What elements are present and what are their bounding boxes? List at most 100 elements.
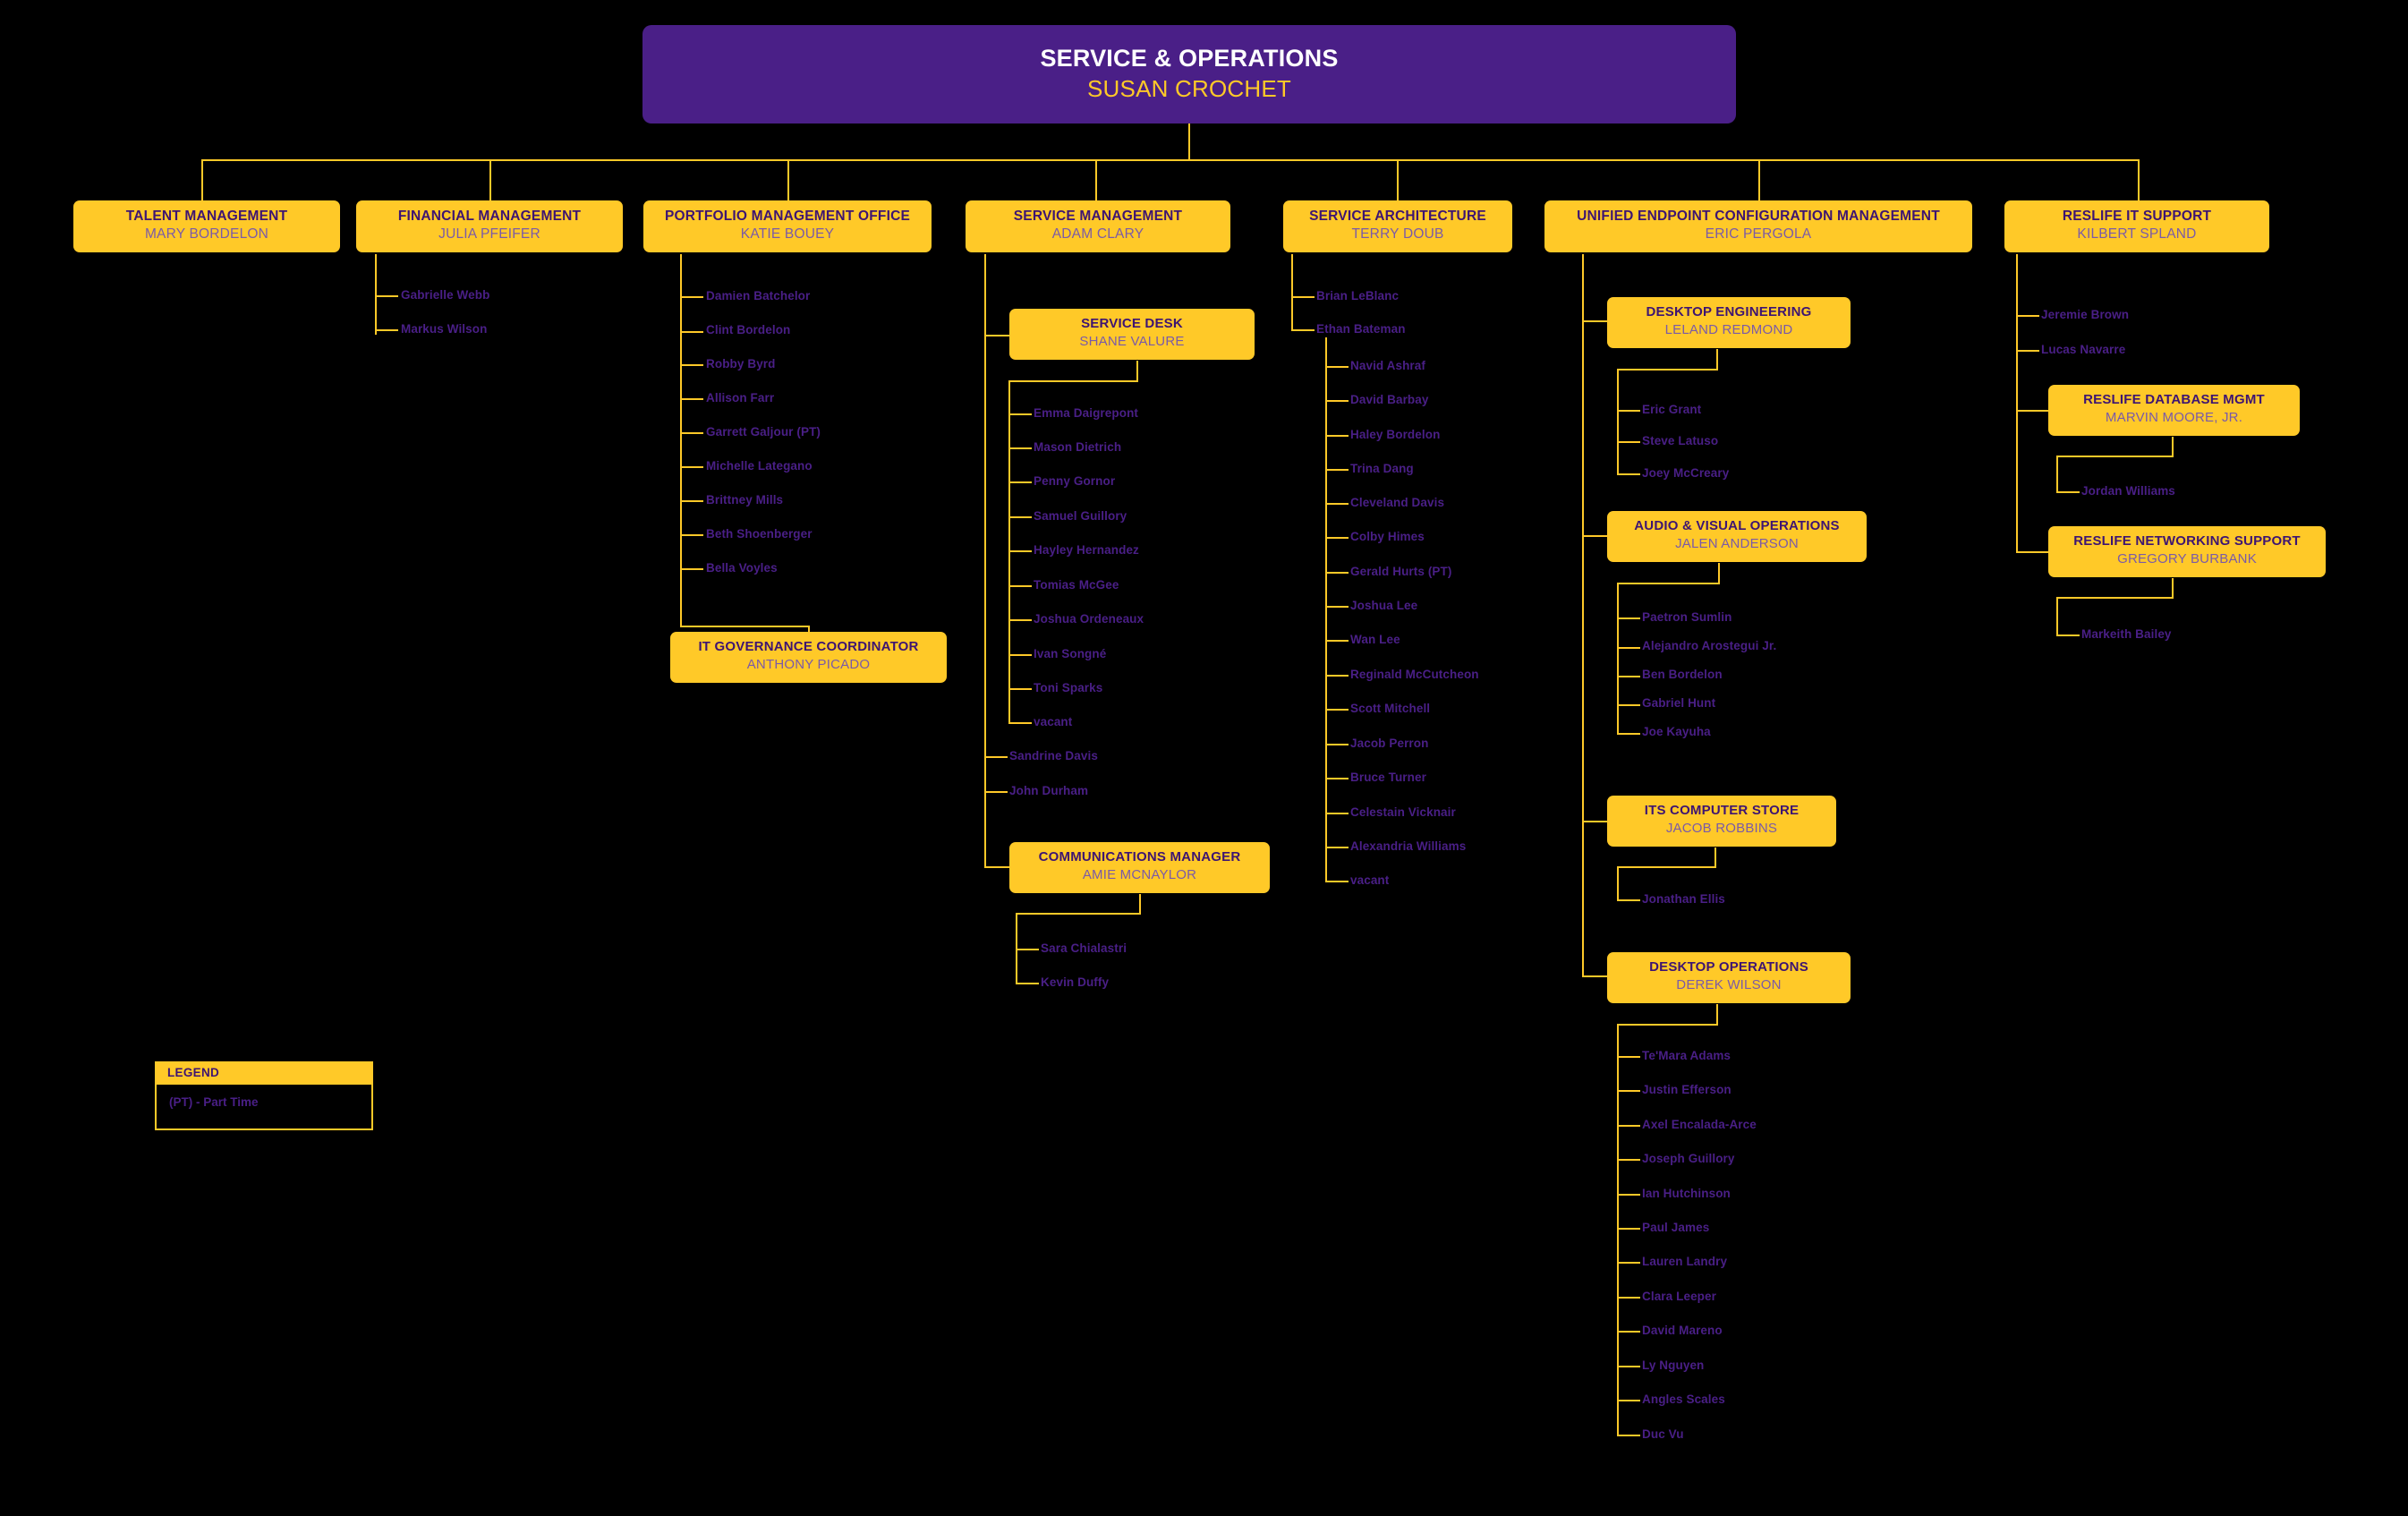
connector-eb-tick-5 xyxy=(1325,537,1349,539)
connector-do-tick-6 xyxy=(1617,1262,1640,1264)
connector-to-reslife-db xyxy=(2016,410,2050,412)
node-title: IT GOVERNANCE COORDINATOR xyxy=(698,639,919,654)
node-portfolio-management-office[interactable]: PORTFOLIO MANAGEMENT OFFICE KATIE BOUEY xyxy=(643,200,932,252)
legend-entry: (PT) - Part Time xyxy=(155,1085,373,1130)
connector-eb-tick-14 xyxy=(1325,847,1349,848)
connector-cs-drop xyxy=(1715,847,1716,868)
staff-name: Ian Hutchinson xyxy=(1642,1187,1731,1200)
connector-sd-tick-4 xyxy=(1008,550,1032,552)
staff-name: Garrett Galjour (PT) xyxy=(706,425,821,439)
staff-name: Bella Voyles xyxy=(706,561,778,575)
node-it-governance-coordinator[interactable]: IT GOVERNANCE COORDINATOR ANTHONY PICADO xyxy=(670,632,947,683)
staff-name: Hayley Hernandez xyxy=(1034,543,1139,557)
connector-cs-tick-0 xyxy=(1617,899,1640,901)
staff-name: Cleveland Davis xyxy=(1350,496,1445,509)
staff-name: Te'Mara Adams xyxy=(1642,1049,1732,1062)
node-service-management[interactable]: SERVICE MANAGEMENT ADAM CLARY xyxy=(966,200,1230,252)
connector-to-communications xyxy=(984,866,1011,868)
staff-name: Joshua Ordeneaux xyxy=(1034,612,1144,626)
connector-to-desktop-engineering xyxy=(1582,320,1609,322)
connector-eb-tick-13 xyxy=(1325,813,1349,814)
node-reslife-database-mgmt[interactable]: RESLIFE DATABASE MGMT MARVIN MOORE, JR. xyxy=(2048,385,2300,436)
node-reslife-networking-support[interactable]: RESLIFE NETWORKING SUPPORT GREGORY BURBA… xyxy=(2048,526,2326,577)
staff-name: Sandrine Davis xyxy=(1009,749,1098,762)
staff-name: Markeith Bailey xyxy=(2081,627,2172,641)
connector-sd-tick-0 xyxy=(1008,413,1032,415)
staff-name: Gabrielle Webb xyxy=(401,288,490,302)
node-title: SERVICE ARCHITECTURE xyxy=(1309,209,1486,224)
staff-name: David Barbay xyxy=(1350,393,1429,406)
connector-av-tick-3 xyxy=(1617,704,1640,706)
connector-reslife-stem xyxy=(2016,254,2018,551)
connector-bateman-stem xyxy=(1325,337,1327,882)
connector-comm-drop xyxy=(1139,894,1141,915)
connector-rl-tick-1 xyxy=(2016,350,2039,352)
connector-comm-jog xyxy=(1016,913,1141,915)
staff-name: Scott Mitchell xyxy=(1350,702,1431,715)
node-person: MARY BORDELON xyxy=(144,226,269,243)
staff-name: Toni Sparks xyxy=(1034,681,1103,694)
connector-rldb-drop xyxy=(2172,437,2174,457)
staff-name: Alejandro Arostegui Jr. xyxy=(1642,639,1777,652)
connector-financial-tick-0 xyxy=(375,295,398,297)
connector-root-stem xyxy=(1188,123,1190,161)
staff-name: Celestain Vicknair xyxy=(1350,805,1456,819)
node-desktop-operations[interactable]: DESKTOP OPERATIONS DEREK WILSON xyxy=(1607,952,1851,1003)
node-desktop-engineering[interactable]: DESKTOP ENGINEERING LELAND REDMOND xyxy=(1607,297,1851,348)
node-title: RESLIFE DATABASE MGMT xyxy=(2083,392,2265,407)
connector-sm-tick-1 xyxy=(984,791,1008,793)
connector-rlnet-tick-0 xyxy=(2056,635,2080,636)
staff-name: Lucas Navarre xyxy=(2041,343,2126,356)
connector-eb-tick-6 xyxy=(1325,572,1349,574)
staff-name: Lauren Landry xyxy=(1642,1255,1728,1268)
connector-portfolio-tick-7 xyxy=(680,534,703,536)
node-talent-management[interactable]: TALENT MANAGEMENT MARY BORDELON xyxy=(73,200,340,252)
node-service-desk[interactable]: SERVICE DESK SHANE VALURE xyxy=(1009,309,1255,360)
node-reslife-it-support[interactable]: RESLIFE IT SUPPORT KILBERT SPLAND xyxy=(2004,200,2269,252)
connector-sd-tick-5 xyxy=(1008,585,1032,587)
staff-name: Sara Chialastri xyxy=(1041,941,1127,955)
node-communications-manager[interactable]: COMMUNICATIONS MANAGER AMIE MCNAYLOR xyxy=(1009,842,1270,893)
connector-av-drop xyxy=(1718,563,1720,584)
connector-portfolio-tick-0 xyxy=(680,296,703,298)
node-unified-endpoint-configuration-management[interactable]: UNIFIED ENDPOINT CONFIGURATION MANAGEMEN… xyxy=(1544,200,1972,252)
connector-to-av-operations xyxy=(1582,535,1609,537)
connector-do-tick-7 xyxy=(1617,1297,1640,1299)
connector-service-desk-drop xyxy=(1136,361,1138,382)
staff-name: Duc Vu xyxy=(1642,1427,1684,1441)
connector-drop-uecm xyxy=(1758,159,1760,200)
connector-portfolio-tick-3 xyxy=(680,398,703,400)
staff-name: Jeremie Brown xyxy=(2041,308,2130,321)
staff-name: Angles Scales xyxy=(1642,1393,1725,1406)
connector-do-drop xyxy=(1716,1004,1718,1026)
connector-drop-talent xyxy=(201,159,203,200)
node-audio-visual-operations[interactable]: AUDIO & VISUAL OPERATIONS JALEN ANDERSON xyxy=(1607,511,1867,562)
node-person: TERRY DOUB xyxy=(1351,226,1444,243)
staff-name: Ly Nguyen xyxy=(1642,1358,1705,1372)
staff-name: Brian LeBlanc xyxy=(1316,289,1400,302)
staff-name: Reginald McCutcheon xyxy=(1350,668,1479,681)
staff-name: Colby Himes xyxy=(1350,530,1425,543)
connector-eb-tick-11 xyxy=(1325,744,1349,745)
node-service-and-operations[interactable]: SERVICE & OPERATIONS SUSAN CROCHET xyxy=(642,25,1736,123)
connector-to-desktop-operations xyxy=(1582,975,1609,977)
node-its-computer-store[interactable]: ITS COMPUTER STORE JACOB ROBBINS xyxy=(1607,796,1836,847)
connector-av-tick-1 xyxy=(1617,647,1640,649)
connector-eb-tick-2 xyxy=(1325,435,1349,437)
staff-name: Joseph Guillory xyxy=(1642,1152,1735,1165)
connector-service-mgmt-stem xyxy=(984,254,986,867)
connector-eb-tick-0 xyxy=(1325,366,1349,368)
connector-drop-reslife xyxy=(2138,159,2140,200)
staff-name: Jordan Williams xyxy=(2081,484,2175,498)
connector-eb-tick-9 xyxy=(1325,675,1349,677)
node-service-architecture[interactable]: SERVICE ARCHITECTURE TERRY DOUB xyxy=(1283,200,1512,252)
connector-drop-financial xyxy=(489,159,491,200)
connector-sd-tick-9 xyxy=(1008,722,1032,724)
connector-de-jog xyxy=(1617,369,1718,370)
staff-name: Penny Gornor xyxy=(1034,474,1116,488)
connector-de-tick-2 xyxy=(1617,473,1640,475)
node-title: COMMUNICATIONS MANAGER xyxy=(1038,849,1241,864)
staff-name: Steve Latuso xyxy=(1642,434,1719,447)
node-title: SERVICE MANAGEMENT xyxy=(1013,209,1183,224)
node-financial-management[interactable]: FINANCIAL MANAGEMENT JULIA PFEIFER xyxy=(356,200,623,252)
